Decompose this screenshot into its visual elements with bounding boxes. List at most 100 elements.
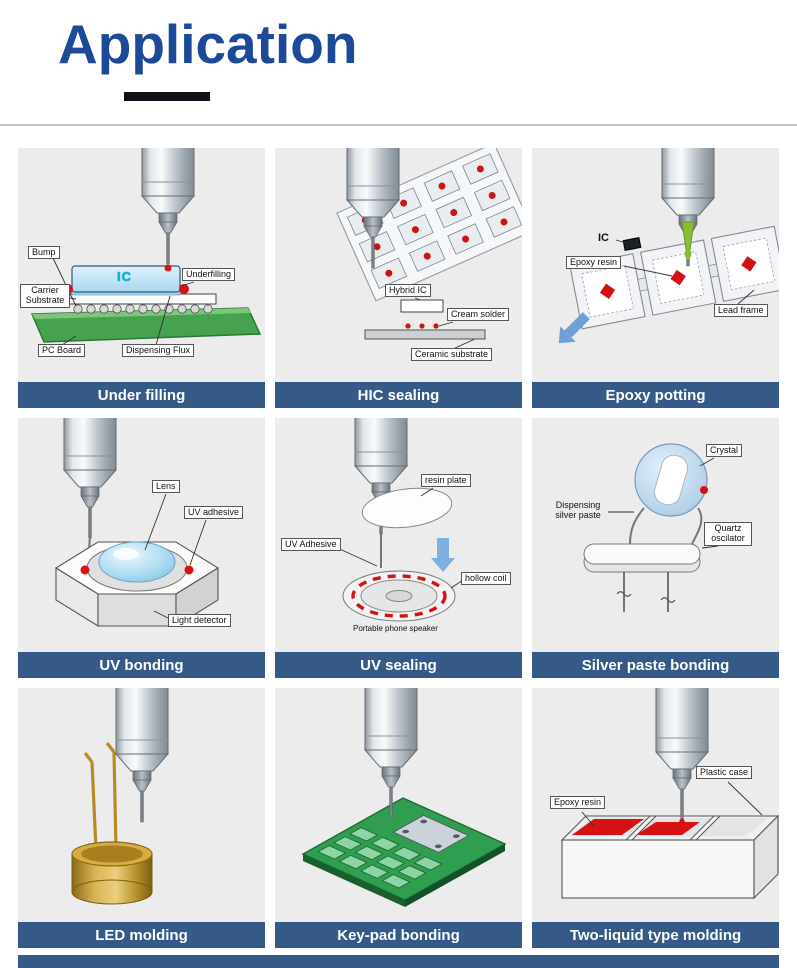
label-uv-adhesive: UV adhesive [184, 506, 244, 520]
label-ic: IC [598, 232, 609, 244]
illustration-key-pad-bonding [275, 688, 522, 922]
hybrid-ic-shape [400, 299, 444, 313]
epoxy-drop [678, 818, 686, 830]
label-underfilling: Underfilling [182, 268, 236, 282]
ic-chip-small [622, 236, 642, 252]
pcb-surface [317, 814, 470, 889]
label-ic-chip: IC [117, 269, 132, 284]
cell-under-filling: Bump IC Underfilling Carrier Substrate P… [18, 148, 265, 408]
label-ceramic-substrate: Ceramic substrate [411, 348, 493, 362]
illustration-two-liquid-molding: Plastic case Epoxy resin [532, 688, 779, 922]
dispenser-icon [655, 688, 709, 821]
caption-led-molding: LED molding [18, 922, 265, 948]
label-uv-adhesive: UV Adhesive [281, 538, 341, 552]
page-title: Application [58, 13, 358, 75]
carrier-substrate-shape [67, 293, 217, 305]
cell-two-liquid-type-molding: Plastic case Epoxy resin Two-liquid type… [532, 688, 779, 948]
led-lead-wire [112, 751, 118, 851]
caption-hic-sealing: HIC sealing [275, 382, 522, 408]
next-section-bar [18, 955, 779, 968]
label-crystal: Crystal [706, 444, 743, 458]
cell-led-molding: LED molding [18, 688, 265, 948]
illustration-uv-bonding: Lens UV adhesive Light detector [18, 418, 265, 652]
illustration-led-molding [18, 688, 265, 922]
leader-lines [608, 457, 719, 549]
cream-solder-dots [405, 323, 439, 329]
leader-lines [581, 781, 763, 827]
label-resin-plate: resin plate [421, 474, 471, 488]
ic-chip-shape [71, 265, 181, 293]
uv-bonding-drawing [54, 418, 220, 627]
label-lead-frame: Lead frame [714, 304, 768, 318]
leader-lines [144, 493, 207, 619]
cell-uv-bonding: Lens UV adhesive Light detector UV bondi… [18, 418, 265, 678]
illustration-silver-paste-bonding: Crystal Dispensing silver paste Quartz o… [532, 418, 779, 652]
speaker-shape [342, 570, 456, 622]
label-cream-solder: Cream solder [447, 308, 510, 322]
cell-epoxy-potting: IC Epoxy resin Lead frame Epoxy potting [532, 148, 779, 408]
label-pc-board: PC Board [38, 344, 86, 358]
silver-paste-dot [700, 486, 708, 494]
two-liquid-drawing [560, 688, 779, 900]
down-arrow-icon [431, 538, 455, 572]
leader-lines [51, 255, 195, 346]
dispenser-icon [141, 148, 195, 265]
hic-sealing-drawing [336, 148, 522, 349]
solder-balls [73, 304, 213, 314]
key-pad-drawing [301, 688, 507, 907]
crystal-blank [653, 454, 689, 506]
illustration-under-filling: Bump IC Underfilling Carrier Substrate P… [18, 148, 265, 382]
label-dispensing-silver-paste: Dispensing silver paste [555, 500, 601, 521]
caption-key-pad-bonding: Key-pad bonding [275, 922, 522, 948]
cell-silver-paste-bonding: Crystal Dispensing silver paste Quartz o… [532, 418, 779, 678]
oscillator-base [583, 543, 701, 565]
label-dispensing-flux: Dispensing Flux [122, 344, 195, 358]
label-carrier-substrate: Carrier Substrate [20, 284, 70, 308]
caption-epoxy-potting: Epoxy potting [532, 382, 779, 408]
illustration-epoxy-potting: IC Epoxy resin Lead frame [532, 148, 779, 382]
resin-plate-shape [361, 487, 453, 529]
cell-hic-sealing: Hybrid IC Cream solder Ceramic substrate… [275, 148, 522, 408]
leader-lines [615, 239, 755, 305]
silver-paste-drawing [583, 443, 719, 612]
cell-key-pad-bonding: Key-pad bonding [275, 688, 522, 948]
case-front [561, 839, 755, 899]
led-molding-drawing [71, 688, 169, 905]
ceramic-substrate-shape [364, 329, 486, 340]
dispenser-icon [364, 688, 418, 819]
illustration-hic-sealing: Hybrid IC Cream solder Ceramic substrate [275, 148, 522, 382]
label-hollow-coil: hollow coil [461, 572, 511, 586]
cell-uv-sealing: resin plate UV Adhesive hollow coil Port… [275, 418, 522, 678]
label-lens: Lens [152, 480, 180, 494]
label-hybrid-ic: Hybrid IC [385, 284, 431, 298]
section-divider [0, 124, 797, 126]
illustration-uv-sealing: resin plate UV Adhesive hollow coil Port… [275, 418, 522, 652]
caption-uv-bonding: UV bonding [18, 652, 265, 678]
under-filling-drawing [30, 148, 262, 346]
label-speaker: Portable phone speaker [353, 624, 438, 633]
label-quartz-oscillator: Quartz oscilator [704, 522, 752, 546]
leader-lines [414, 297, 476, 349]
lead-frame-shape [569, 225, 779, 330]
keypad-pads [317, 827, 443, 889]
label-bump: Bump [28, 246, 60, 260]
caption-uv-sealing: UV sealing [275, 652, 522, 678]
caption-silver-paste-bonding: Silver paste bonding [532, 652, 779, 678]
label-epoxy-resin: Epoxy resin [566, 256, 622, 270]
epoxy-fill-left [572, 819, 644, 835]
metal-plate [392, 814, 470, 853]
caption-under-filling: Under filling [18, 382, 265, 408]
title-underline [124, 92, 210, 101]
label-epoxy-resin: Epoxy resin [550, 796, 606, 810]
uv-sealing-drawing [332, 418, 464, 622]
lens-dome [98, 541, 176, 583]
epoxy-potting-drawing [558, 148, 779, 344]
pcb-panel [336, 148, 522, 302]
case-side [753, 814, 779, 900]
dispenser-icon [63, 418, 117, 539]
application-grid: Bump IC Underfilling Carrier Substrate P… [18, 148, 779, 948]
label-light-detector: Light detector [168, 614, 231, 628]
label-plastic-case: Plastic case [696, 766, 753, 780]
caption-two-liquid-type-molding: Two-liquid type molding [532, 922, 779, 948]
direction-arrow-icon [558, 312, 590, 344]
